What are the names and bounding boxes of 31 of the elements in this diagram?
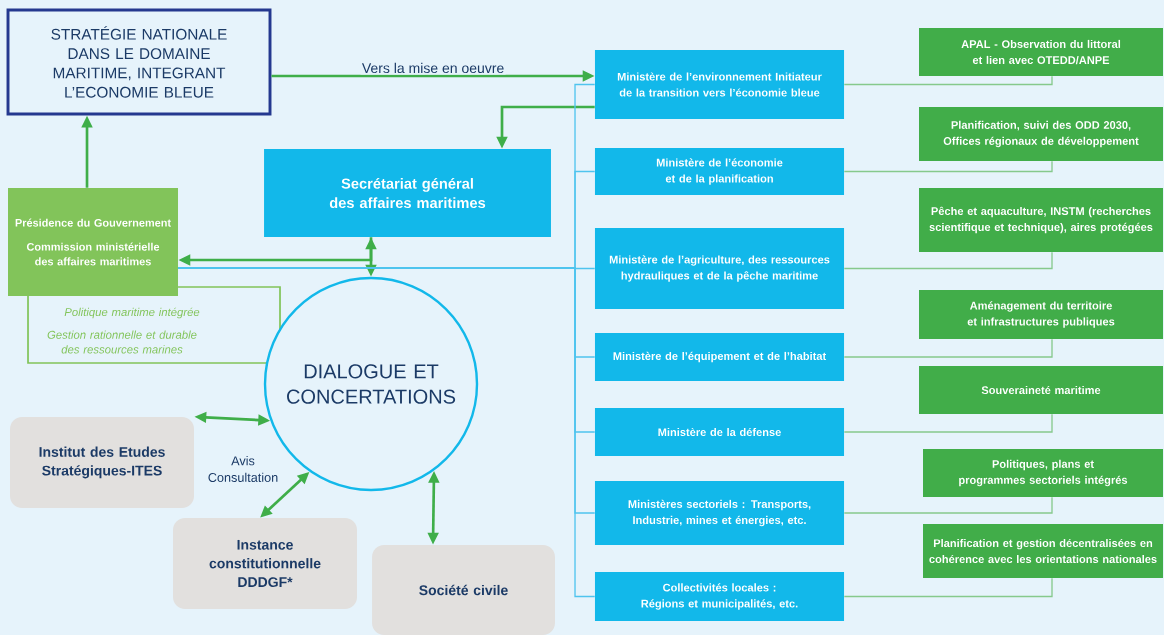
connector-line xyxy=(843,75,1053,86)
mission-box: Planification, suivi des ODD 2030, Offices régionaux de développement xyxy=(919,107,1163,161)
connector-line xyxy=(843,160,1053,173)
secretariat-box: Secrétariat général des affaires maritimes xyxy=(264,149,551,237)
note-text: Politique maritime intégrée xyxy=(64,307,200,319)
connector-line xyxy=(177,267,596,598)
edge-label: Vers la mise en oeuvre xyxy=(361,62,504,74)
stakeholder-box: Société civile xyxy=(372,545,555,635)
stakeholder-box: Instance constitutionnelle DDDGF* xyxy=(173,518,357,609)
mission-box: APAL - Observation du littoral et lien avec OTEDD/ANPE xyxy=(919,28,1163,76)
mission-box: Planification et gestion décentralisées en cohérence avec les orientations nationales xyxy=(923,524,1163,578)
mission-box: Souveraineté maritime xyxy=(919,366,1163,414)
connector-line xyxy=(843,577,1053,598)
ministry-box: Ministère de l’économie et de la planification xyxy=(594,148,845,195)
note-text: Gestion rationnelle et durable des ressources marines xyxy=(47,330,197,354)
ministry-box: Ministère de l’environnement Initiateur de la transition vers l’économie bleue xyxy=(594,49,845,120)
mission-box: Pêche et aquaculture, INSTM (recherches scientifique et technique), aires protégées xyxy=(919,188,1163,252)
connector-line xyxy=(843,496,1053,514)
mission-box: Politiques, plans et programmes sectoriels intégrés xyxy=(923,449,1163,497)
ministry-box: Ministères sectoriels : Transports, Industrie, mines et énergies, etc. xyxy=(594,481,845,545)
strategy-box: STRATÉGIE NATIONALE DANS LE DOMAINE MARITIME, INTEGRANT L’ECONOMIE BLEUE xyxy=(6,8,272,116)
connector-line xyxy=(843,251,1053,270)
connector-line xyxy=(843,338,1053,358)
ministry-box: Ministère de l’agriculture, des ressources hydrauliques et de la pêche maritime xyxy=(594,227,845,310)
ministry-box: Ministère de l’équipement et de l’habitat xyxy=(594,333,845,381)
ministry-box: Collectivités locales : Régions et municipalités, etc. xyxy=(594,571,845,621)
connector-line xyxy=(843,413,1053,433)
government-box: Présidence du Gouvernement Commission ministérielle des affaires maritimes xyxy=(8,188,178,296)
stakeholder-box: Institut des Etudes Stratégiques-ITES xyxy=(10,417,194,508)
mission-box: Aménagement du territoire et infrastructures publiques xyxy=(919,289,1163,340)
ministry-box: Ministère de la défense xyxy=(594,408,845,456)
